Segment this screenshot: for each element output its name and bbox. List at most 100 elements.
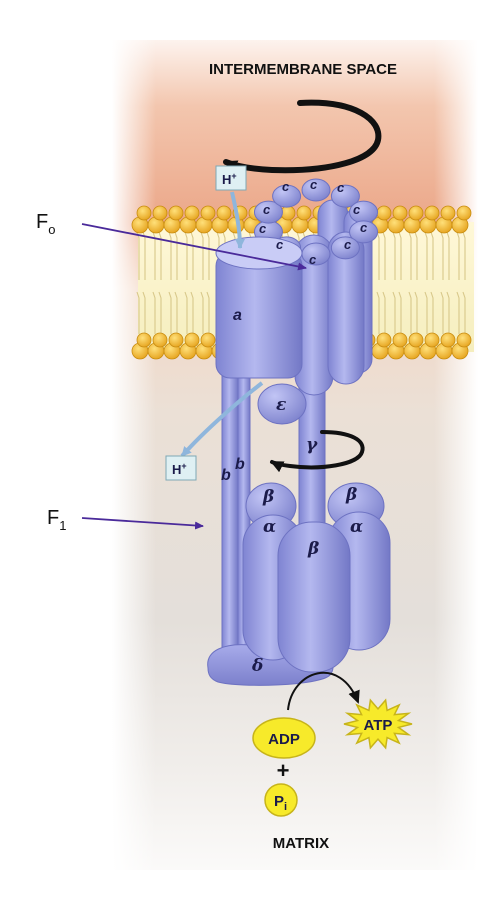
lipid-head: [184, 332, 200, 348]
callout-f1: F1: [47, 507, 66, 533]
callout-fo: Fo: [36, 211, 55, 237]
c-subunit-top: [349, 220, 379, 244]
lipid-tail: [456, 291, 460, 334]
callout-arrow-fo: [81, 223, 307, 271]
c-subunit-top: [301, 178, 331, 202]
lipid-tail: [446, 291, 450, 334]
label-c-6: c: [259, 221, 267, 236]
lipid-tail: [136, 231, 140, 280]
lipid-tail: [206, 291, 210, 334]
region-label-bottom: MATRIX: [273, 835, 329, 852]
lipid-head: [168, 205, 184, 221]
lipid-head: [376, 332, 392, 348]
label-subunit-delta: δ: [251, 656, 263, 676]
proton-label-out: H+: [172, 461, 187, 477]
lipid-tail: [136, 291, 140, 334]
proton-label-in-main: H: [222, 172, 231, 187]
lipid-tail: [190, 231, 194, 280]
lipid-tail: [456, 231, 460, 280]
label-subunit-b-1: b: [221, 467, 231, 484]
lipid-head: [456, 332, 472, 348]
label-pi-sub: i: [284, 801, 287, 813]
lipid-tail: [382, 231, 386, 280]
label-pi-main: P: [274, 793, 284, 810]
proton-label-in: H+: [222, 171, 237, 187]
label-c-2: c: [310, 177, 318, 192]
lipid-tail: [430, 291, 434, 334]
lipid-tail: [440, 231, 444, 280]
lipid-tail: [408, 291, 412, 334]
subunit-a-body: [215, 251, 303, 379]
lipid-head: [440, 205, 456, 221]
label-c-4: c: [263, 202, 271, 217]
reaction-arrow: [287, 671, 360, 711]
lipid-head: [408, 205, 424, 221]
label-c-7: c: [360, 220, 368, 235]
lipid-tail: [462, 291, 466, 334]
label-subunit-beta-left: β: [262, 487, 274, 507]
lipid-tail: [440, 291, 444, 334]
callout-fo-sub: o: [48, 222, 55, 237]
lipid-tail: [376, 231, 380, 280]
lipid-head: [152, 205, 168, 221]
lipid-tail: [424, 231, 428, 280]
proton-arrow-out: [180, 381, 264, 458]
subunit-b-stalk-left: [221, 329, 239, 671]
c-subunit-top: [253, 200, 283, 224]
lipid-tail: [398, 291, 402, 334]
label-subunit-epsilon: ε: [276, 395, 286, 415]
lipid-tail: [174, 291, 178, 334]
label-c-1: c: [282, 179, 290, 194]
lipid-head: [136, 332, 152, 348]
label-adp: ADP: [268, 731, 300, 748]
proton-label-out-sup: +: [181, 461, 186, 471]
lipid-head: [136, 205, 152, 221]
lipid-tail: [142, 291, 146, 334]
c-subunit-top: [330, 236, 360, 260]
label-c-9: c: [344, 237, 352, 252]
label-c-10: c: [309, 252, 317, 267]
lipid-head: [456, 205, 472, 221]
lipid-tail: [398, 231, 402, 280]
lipid-tail: [382, 291, 386, 334]
callout-arrow-f1: [81, 517, 204, 530]
lipid-head: [424, 332, 440, 348]
atp-burst-shape: [343, 698, 413, 750]
label-subunit-a: a: [233, 307, 242, 324]
label-atp: ATP: [364, 717, 393, 734]
lipid-head: [440, 332, 456, 348]
lipid-tail: [152, 291, 156, 334]
lipid-tail: [168, 291, 172, 334]
lipid-tail: [152, 231, 156, 280]
lipid-head: [296, 205, 312, 221]
subunit-beta-front: [277, 521, 351, 673]
lipid-head: [424, 205, 440, 221]
lipid-tail: [184, 291, 188, 334]
lipid-head: [392, 205, 408, 221]
callout-fo-main: F: [36, 211, 48, 233]
lipid-tail: [158, 291, 162, 334]
lipid-tail: [392, 231, 396, 280]
pi-molecule: [264, 783, 298, 817]
lipid-tail: [184, 231, 188, 280]
label-c-3: c: [337, 180, 345, 195]
lipid-tail: [446, 231, 450, 280]
lipid-head: [392, 332, 408, 348]
adp-molecule: [252, 717, 316, 759]
label-c-8: c: [276, 237, 284, 252]
lipid-head: [408, 332, 424, 348]
lipid-tail: [168, 231, 172, 280]
label-plus: +: [277, 758, 290, 783]
label-subunit-gamma: γ: [306, 435, 318, 455]
lipid-tail: [392, 291, 396, 334]
proton-label-out-main: H: [172, 462, 181, 477]
callout-f1-sub: 1: [59, 518, 66, 533]
lipid-tail: [200, 291, 204, 334]
lipid-tail: [430, 231, 434, 280]
lipid-tail: [206, 231, 210, 280]
lipid-head: [184, 205, 200, 221]
lipid-tail: [414, 291, 418, 334]
lipid-tail: [408, 231, 412, 280]
lipid-head: [376, 205, 392, 221]
